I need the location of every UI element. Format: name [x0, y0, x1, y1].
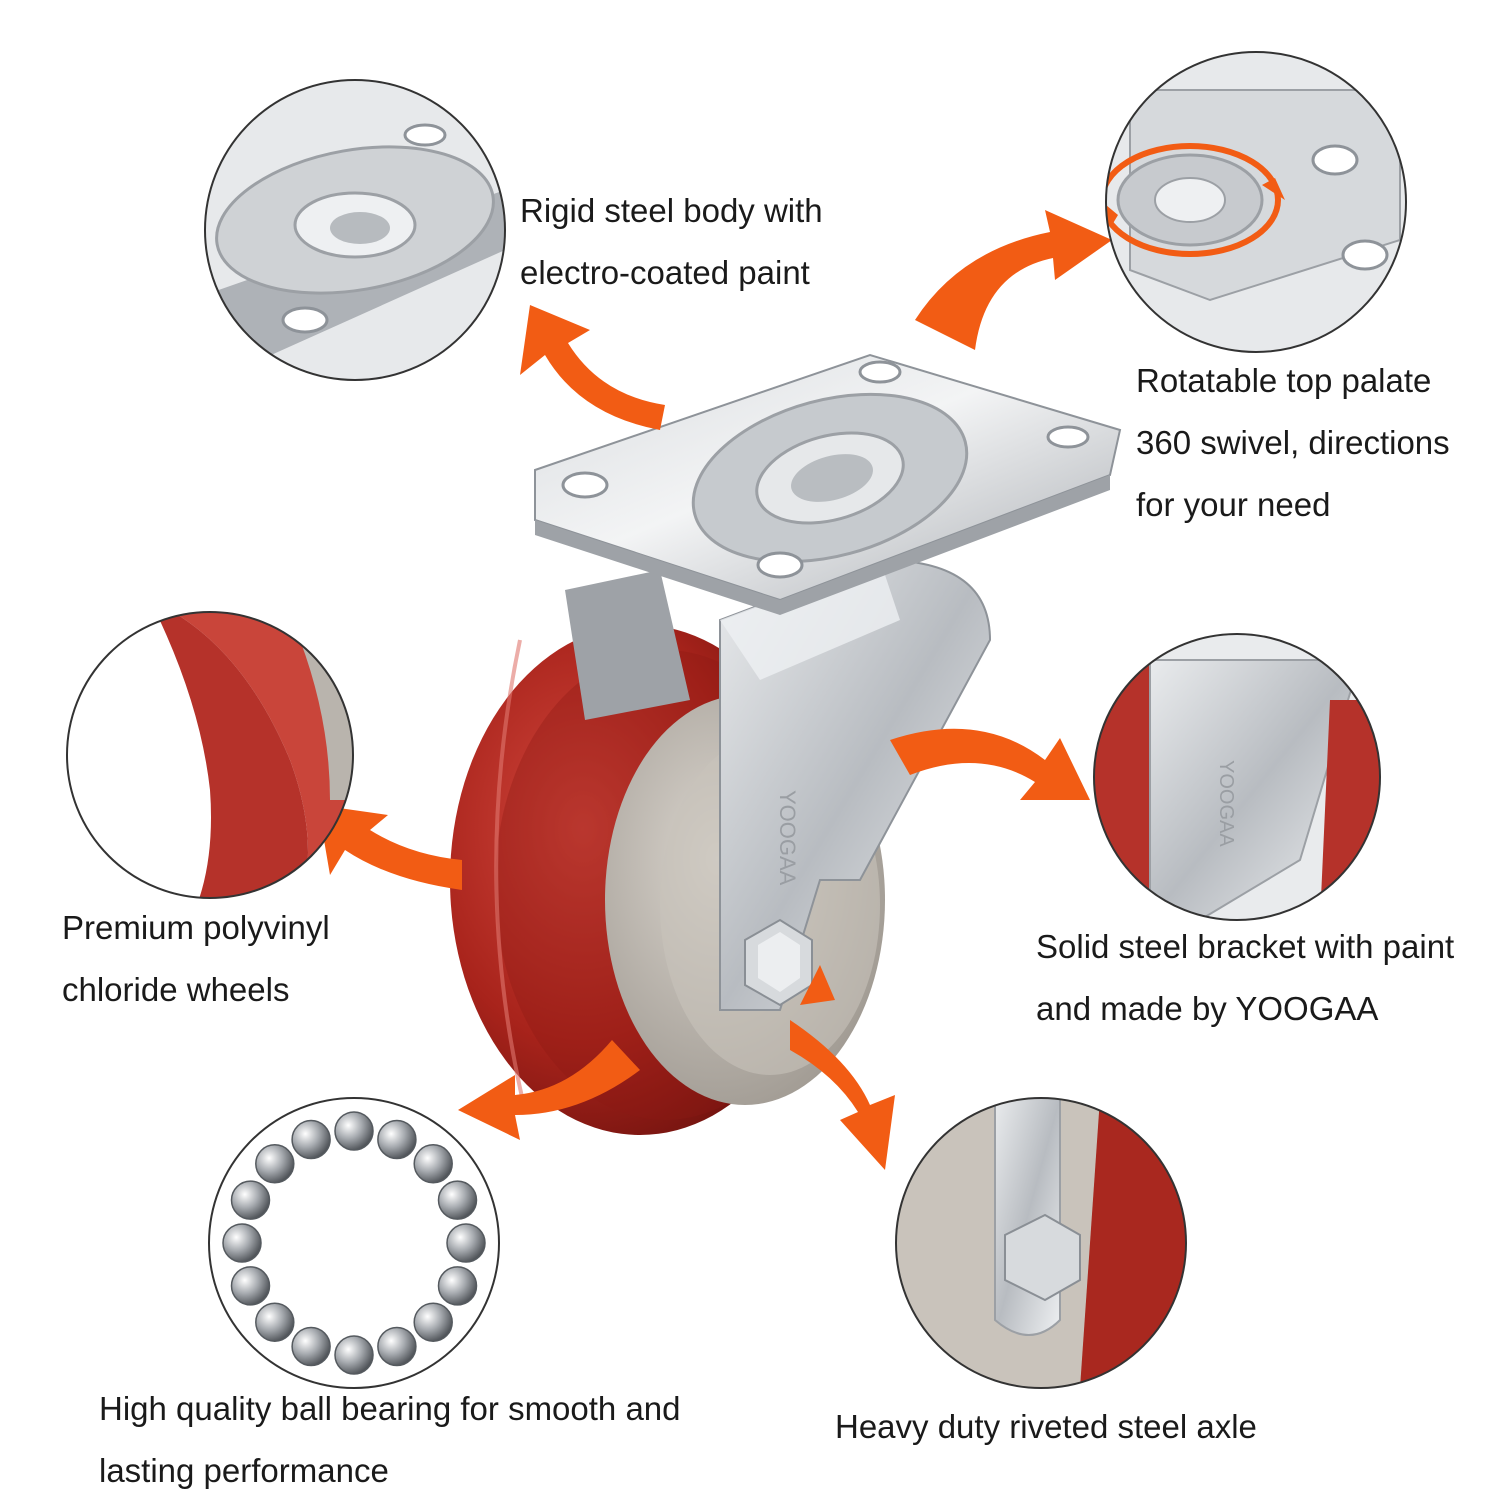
swivel-plate-closeup [1105, 51, 1407, 353]
callout-arrows [318, 210, 1112, 1170]
callout-axle-line1: Heavy duty riveted steel axle [835, 1408, 1257, 1445]
bearing-ball [377, 1326, 417, 1367]
bearing-ball [334, 1111, 374, 1151]
callout-swivel: Rotatable top palate 360 swivel, directi… [1136, 350, 1450, 536]
callout-swivel-line3: for your need [1136, 486, 1331, 523]
callout-steel-body-line2: electro-coated paint [520, 254, 810, 291]
bearing-ball [437, 1266, 478, 1306]
bearing-ball [413, 1302, 453, 1342]
bearing-ball [437, 1180, 478, 1220]
axle-bolt-closeup [895, 1097, 1187, 1389]
bearing-ball [334, 1335, 374, 1375]
callout-wheel-line2: chloride wheels [62, 971, 290, 1008]
arrow-steel-body [520, 305, 665, 430]
arrow-bracket [890, 728, 1090, 800]
callout-bracket: Solid steel bracket with paint and made … [1036, 916, 1454, 1040]
callout-swivel-line2: 360 swivel, directions [1136, 424, 1450, 461]
bracket-closeup: YOOGAA [1093, 633, 1381, 921]
callout-axle: Heavy duty riveted steel axle [835, 1396, 1257, 1458]
ball-bearing-closeup [208, 1097, 500, 1389]
bearing-ball [230, 1266, 271, 1306]
arrow-wheel [318, 805, 462, 890]
bearing-ball [291, 1326, 331, 1367]
callout-steel-body: Rigid steel body with electro-coated pai… [520, 180, 823, 304]
brand-mark: YOOGAA [775, 790, 800, 886]
callout-steel-body-line1: Rigid steel body with [520, 192, 823, 229]
pvc-wheel-closeup [66, 611, 354, 899]
arrow-swivel [915, 210, 1112, 350]
bearing-ball [255, 1144, 295, 1184]
bearing-ball [291, 1119, 331, 1160]
bearing-ball [230, 1180, 271, 1220]
callout-wheel: Premium polyvinyl chloride wheels [62, 897, 330, 1021]
brand-mark-closeup: YOOGAA [1215, 760, 1237, 847]
caster-bracket: YOOGAA [565, 558, 992, 1011]
bearing-ball [255, 1302, 295, 1342]
callout-bearing-line1: High quality ball bearing for smooth and [99, 1390, 681, 1427]
top-plate-closeup [204, 79, 506, 381]
callout-wheel-line1: Premium polyvinyl [62, 909, 330, 946]
callout-bearing-line2: lasting performance [99, 1452, 389, 1489]
callout-bracket-line1: Solid steel bracket with paint [1036, 928, 1455, 965]
callout-swivel-line1: Rotatable top palate [1136, 362, 1432, 399]
bearing-ball [413, 1144, 453, 1184]
bearing-ball [377, 1119, 417, 1160]
callout-bearing: High quality ball bearing for smooth and… [99, 1378, 681, 1502]
bearing-ball [446, 1223, 486, 1263]
arrow-axle [790, 1020, 895, 1170]
caster-top-plate [534, 353, 1122, 615]
bearing-ball [222, 1223, 262, 1263]
callout-bracket-line2: and made by YOOGAA [1036, 990, 1379, 1027]
arrow-bearing [458, 1040, 640, 1140]
